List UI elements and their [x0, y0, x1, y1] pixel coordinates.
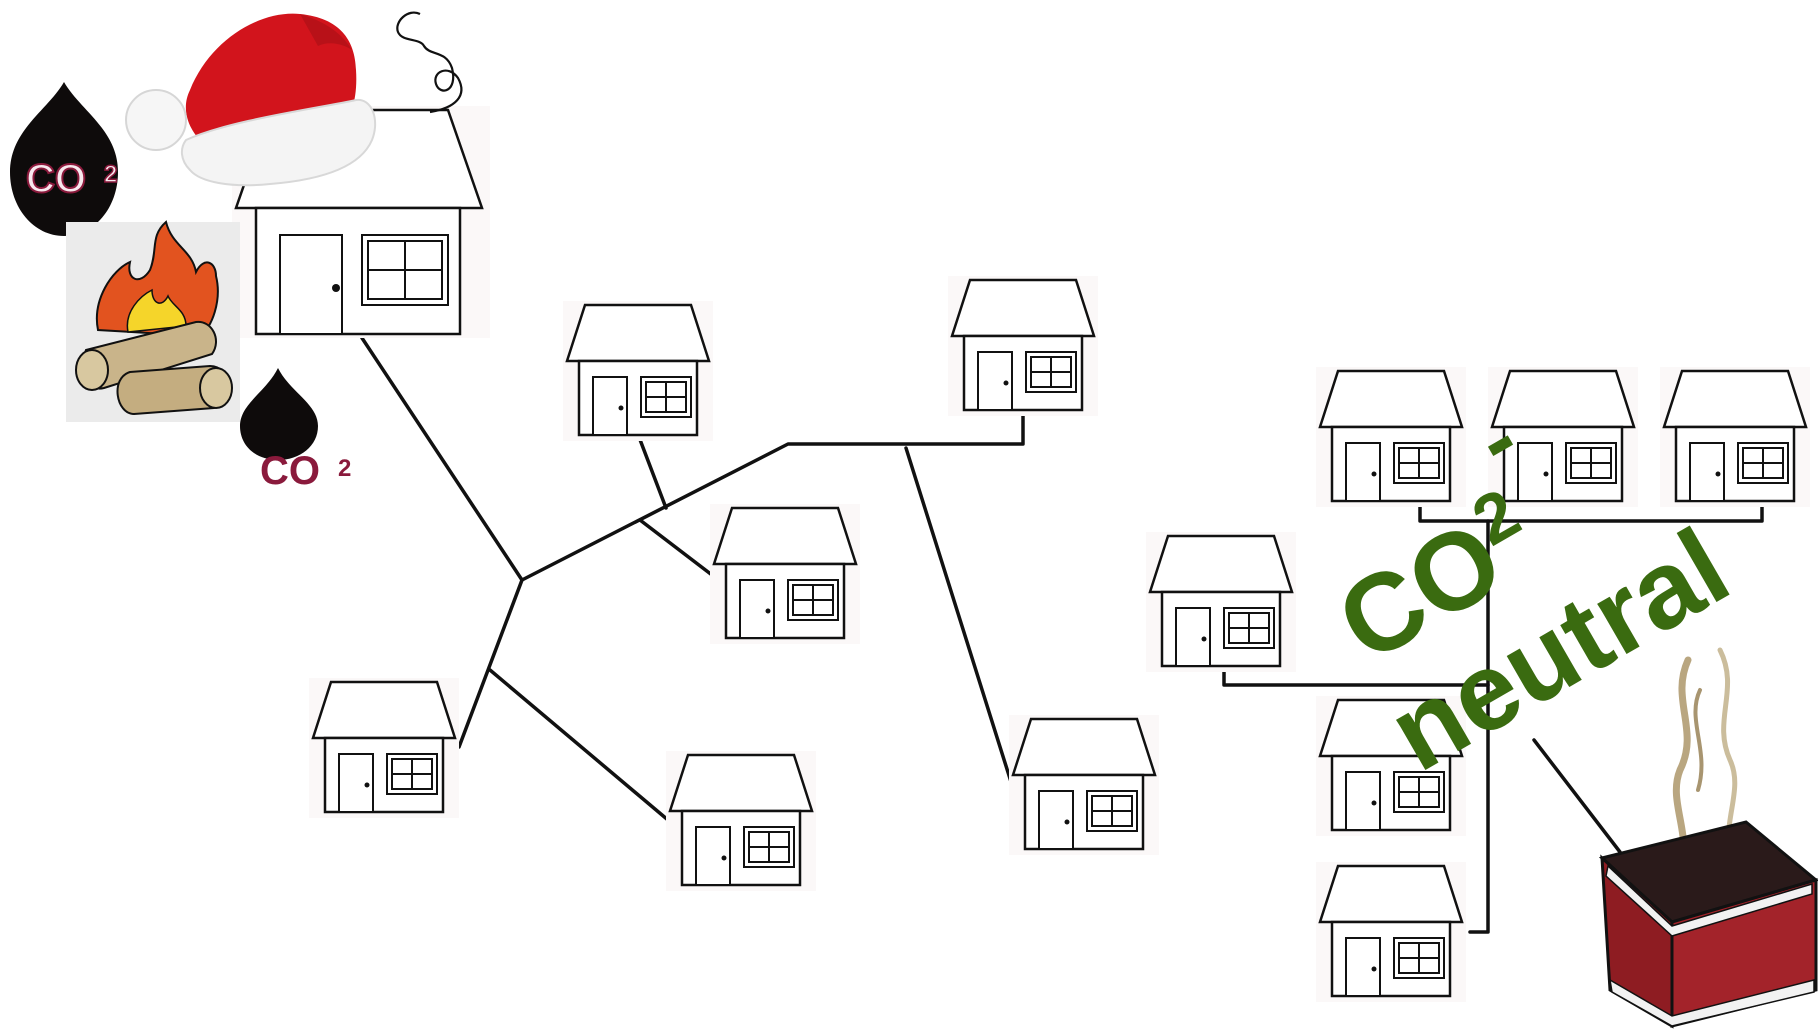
pipe-to-house-mid [640, 520, 712, 575]
santa-hat-icon [126, 14, 375, 186]
house-icon [1660, 367, 1810, 507]
co2-drop-small-sub: 2 [338, 455, 351, 482]
pipe-big-house-trunk [362, 338, 522, 580]
co2-drop-large-main: CO [26, 157, 86, 201]
co2-drop-small-icon: CO 2 [240, 368, 351, 493]
house-icon [1009, 715, 1159, 855]
pipe-down-left [459, 580, 522, 747]
co2-drop-large-sub: 2 [104, 161, 117, 188]
pipe-to-house-upper-mid [639, 437, 666, 508]
house-icon [1316, 367, 1466, 507]
pipe-to-bottom-house [490, 670, 668, 820]
co2-drop-small-main: CO [260, 449, 320, 493]
house-icon [309, 678, 459, 818]
co2-drop-icon: CO 2 [10, 82, 118, 236]
house-icon [948, 276, 1098, 416]
campfire-icon [66, 222, 240, 422]
chimney-smoke-scribble [397, 13, 461, 112]
house-icon [666, 751, 816, 891]
house-icon [1146, 532, 1296, 672]
pipe-to-house-right-bottom [906, 448, 1012, 785]
pipe-to-box [1534, 740, 1620, 852]
house-icon [563, 301, 713, 441]
house-icon [1316, 862, 1466, 1002]
house-icon [710, 504, 860, 644]
smoke-box-icon [1602, 650, 1816, 1026]
